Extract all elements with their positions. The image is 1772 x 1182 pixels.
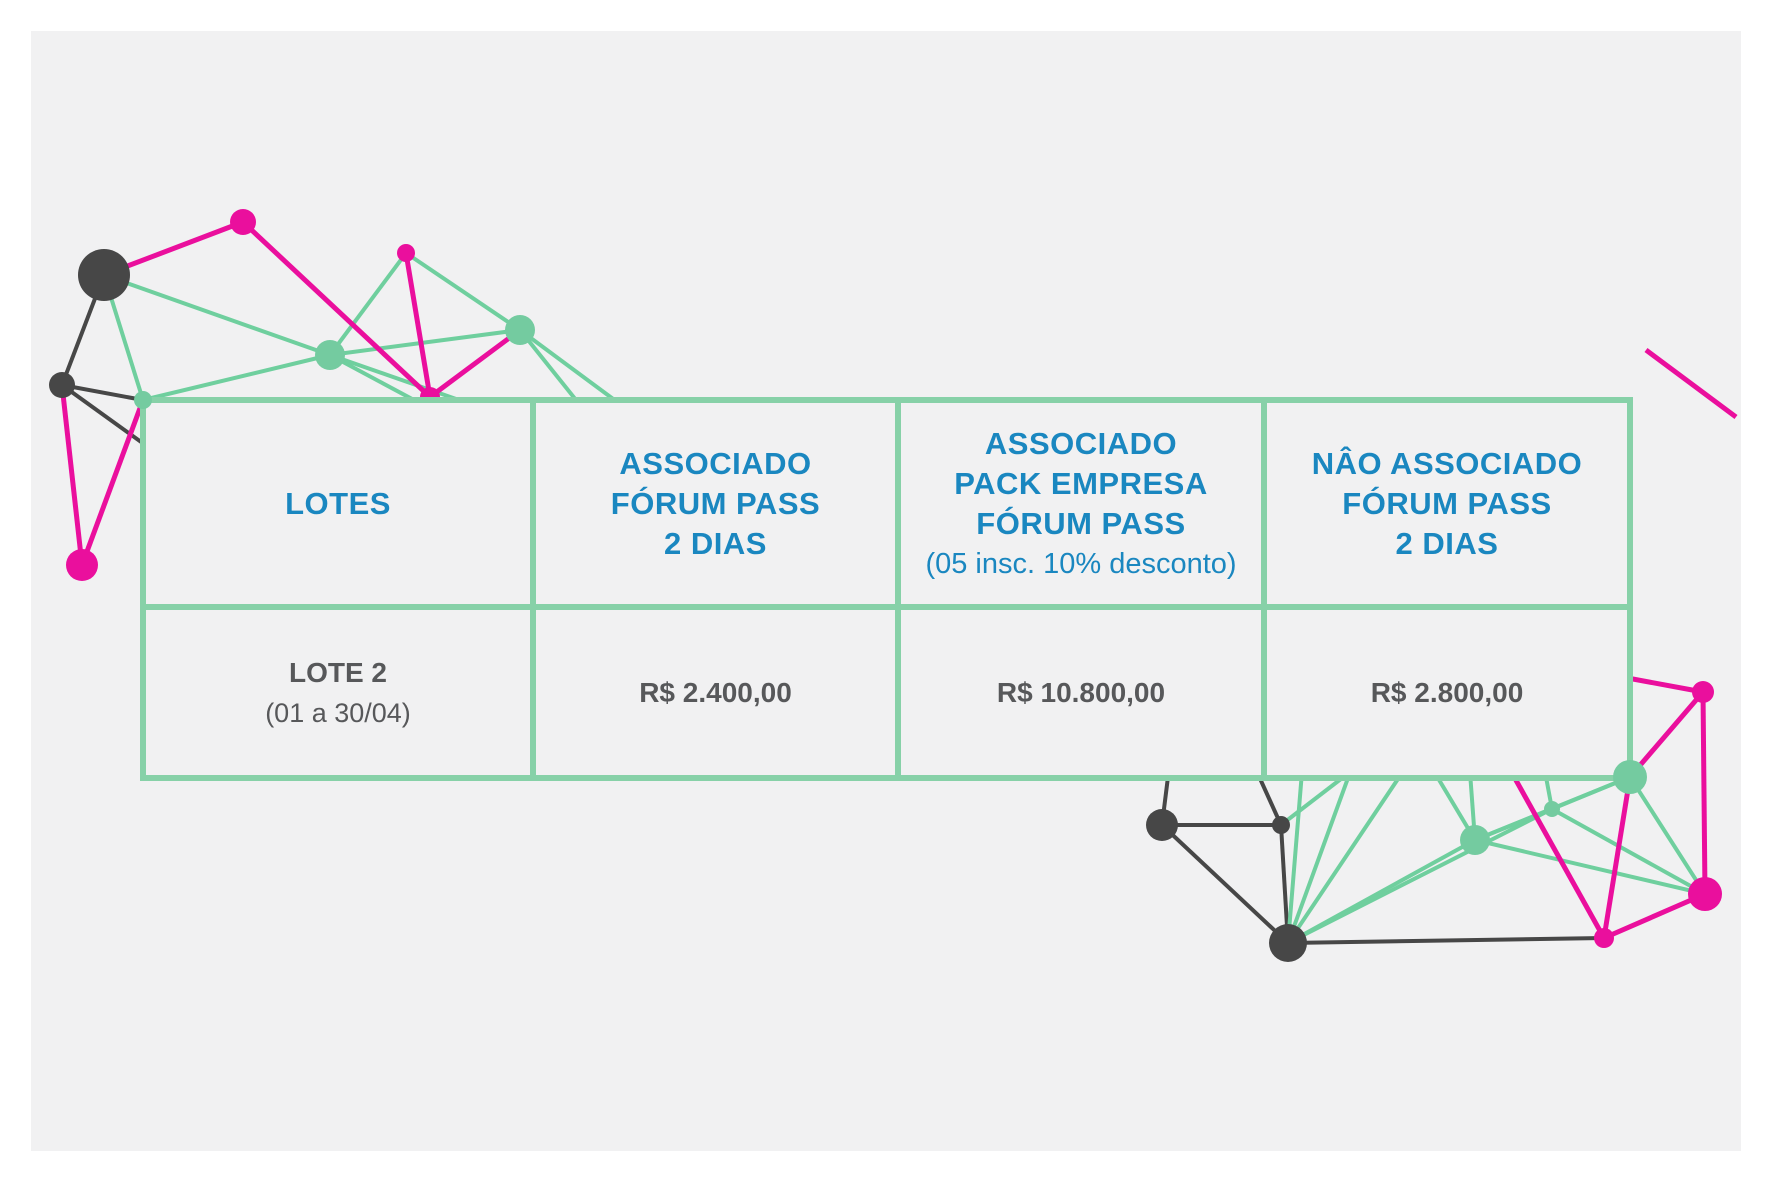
lote-name: LOTE 2	[288, 656, 387, 688]
network-node	[1269, 924, 1307, 962]
network-node	[66, 549, 98, 581]
header-line: PACK EMPRESA	[954, 465, 1208, 501]
network-node	[1272, 816, 1290, 834]
header-cell-nao-associado-forum-pass: NÂO ASSOCIADO FÓRUM PASS 2 DIAS	[1267, 403, 1627, 604]
header-line: ASSOCIADO	[984, 425, 1178, 461]
header-line: 2 DIAS	[1395, 525, 1499, 561]
header-line: FÓRUM PASS	[976, 505, 1186, 541]
header-line: NÂO ASSOCIADO	[1311, 445, 1583, 481]
network-node	[230, 209, 256, 235]
price-value: R$ 10.800,00	[996, 676, 1166, 708]
header-line: FÓRUM PASS	[1342, 485, 1552, 521]
network-node	[1594, 928, 1614, 948]
pricing-table: LOTES ASSOCIADO FÓRUM PASS 2 DIAS ASSOCI…	[140, 397, 1633, 781]
header-cell-associado-forum-pass: ASSOCIADO FÓRUM PASS 2 DIAS	[536, 403, 895, 604]
row-cell-lote: LOTE 2 (01 a 30/04)	[146, 610, 530, 775]
network-node	[1688, 877, 1722, 911]
network-nodes	[49, 209, 1722, 962]
header-line: ASSOCIADO	[619, 445, 812, 481]
network-node	[1544, 801, 1560, 817]
header-note: (05 insc. 10% desconto)	[925, 547, 1237, 580]
row-cell-price-pack-empresa: R$ 10.800,00	[901, 610, 1261, 775]
network-node	[1692, 681, 1714, 703]
lote-period: (01 a 30/04)	[265, 697, 411, 728]
row-cell-price-associado: R$ 2.400,00	[536, 610, 895, 775]
price-value: R$ 2.400,00	[639, 676, 792, 708]
network-node	[505, 315, 535, 345]
network-node	[1460, 825, 1490, 855]
header-line: 2 DIAS	[664, 525, 767, 561]
network-node	[1146, 809, 1178, 841]
header-line: FÓRUM PASS	[610, 485, 821, 521]
row-cell-price-nao-associado: R$ 2.800,00	[1267, 610, 1627, 775]
network-node	[397, 244, 415, 262]
header-cell-associado-pack-empresa: ASSOCIADO PACK EMPRESA FÓRUM PASS (05 in…	[901, 403, 1261, 604]
network-node	[78, 249, 130, 301]
network-node	[49, 372, 75, 398]
price-value: R$ 2.800,00	[1370, 676, 1524, 708]
network-node	[315, 340, 345, 370]
header-cell-lotes: LOTES	[146, 403, 530, 604]
header-label: LOTES	[285, 485, 391, 521]
